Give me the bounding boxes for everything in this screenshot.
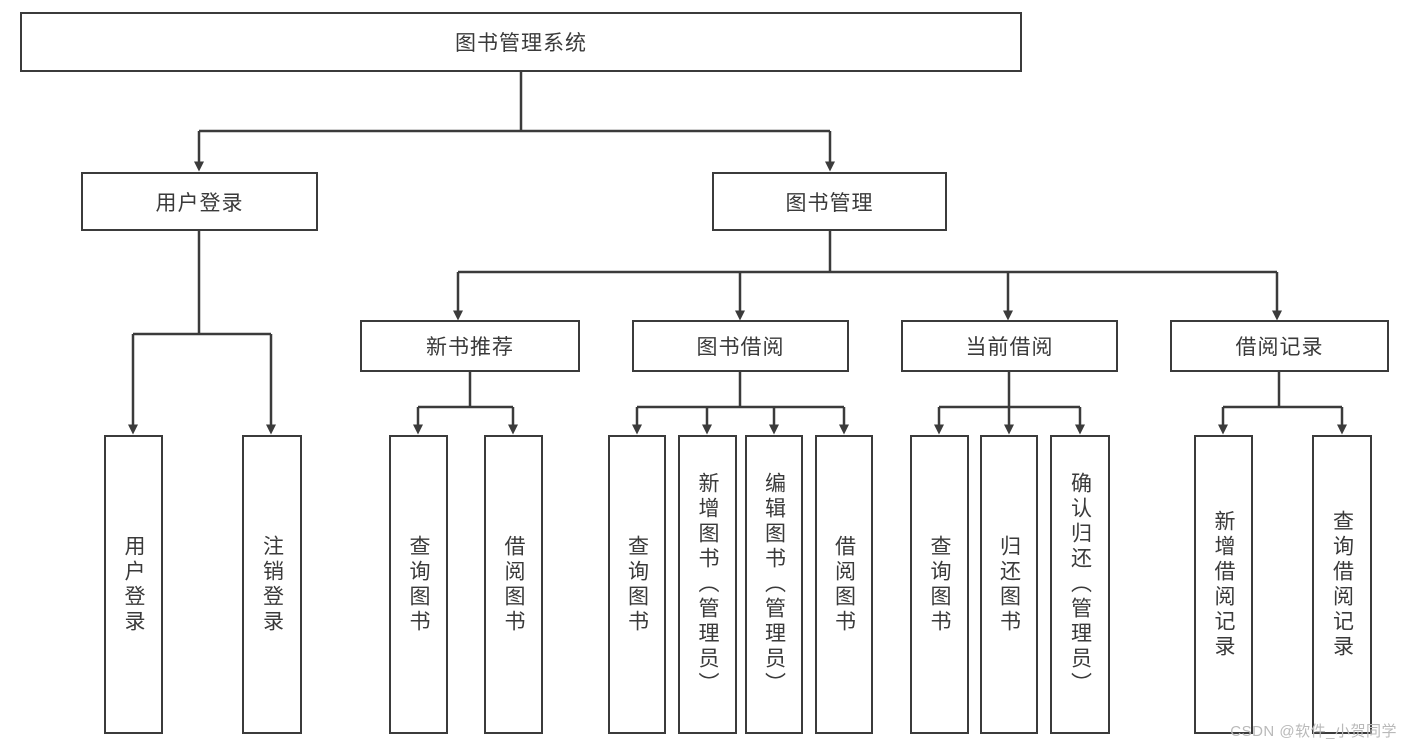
leaf-query-book-recommend[interactable]: 查询图书 — [389, 435, 448, 734]
leaf-add-book-admin[interactable]: 新增图书（管理员） — [678, 435, 737, 734]
node-borrow-record[interactable]: 借阅记录 — [1170, 320, 1389, 372]
leaf-return-book-label: 归还图书 — [997, 534, 1021, 635]
leaf-logout[interactable]: 注销登录 — [242, 435, 302, 734]
node-book-borrow-label: 图书借阅 — [696, 336, 785, 359]
node-book-management[interactable]: 图书管理 — [712, 172, 947, 231]
node-book-borrow[interactable]: 图书借阅 — [632, 320, 849, 372]
node-new-book-recommend-label: 新书推荐 — [426, 336, 514, 359]
leaf-query-book[interactable]: 查询图书 — [608, 435, 666, 734]
leaf-user-login[interactable]: 用户登录 — [104, 435, 163, 734]
leaf-edit-book-admin[interactable]: 编辑图书（管理员） — [745, 435, 803, 734]
node-borrow-record-label: 借阅记录 — [1235, 336, 1324, 359]
leaf-return-book[interactable]: 归还图书 — [980, 435, 1038, 734]
leaf-query-book-label: 查询图书 — [625, 534, 649, 635]
leaf-add-borrow-record[interactable]: 新增借阅记录 — [1194, 435, 1253, 734]
node-current-borrow-label: 当前借阅 — [965, 336, 1054, 359]
leaf-borrow-book-label: 借阅图书 — [832, 534, 856, 635]
node-root-label: 图书管理系统 — [455, 32, 587, 55]
leaf-query-book-current-label: 查询图书 — [928, 534, 951, 635]
node-new-book-recommend[interactable]: 新书推荐 — [360, 320, 580, 372]
node-user-login[interactable]: 用户登录 — [81, 172, 318, 231]
leaf-logout-label: 注销登录 — [260, 534, 284, 635]
leaf-query-book-current[interactable]: 查询图书 — [910, 435, 969, 734]
watermark: CSDN @软件_小贺同学 — [1230, 723, 1397, 740]
leaf-add-borrow-record-label: 新增借阅记录 — [1212, 509, 1235, 660]
leaf-query-borrow-record[interactable]: 查询借阅记录 — [1312, 435, 1372, 734]
node-book-management-label: 图书管理 — [785, 191, 874, 215]
node-root[interactable]: 图书管理系统 — [20, 12, 1022, 72]
leaf-user-login-label: 用户登录 — [122, 534, 145, 635]
leaf-query-book-recommend-label: 查询图书 — [407, 534, 430, 635]
leaf-borrow-book[interactable]: 借阅图书 — [815, 435, 873, 734]
leaf-borrow-book-recommend[interactable]: 借阅图书 — [484, 435, 543, 734]
leaf-borrow-book-recommend-label: 借阅图书 — [502, 534, 525, 635]
leaf-confirm-return-admin[interactable]: 确认归还（管理员） — [1050, 435, 1110, 734]
node-current-borrow[interactable]: 当前借阅 — [901, 320, 1118, 372]
leaf-edit-book-admin-label: 编辑图书（管理员） — [762, 472, 786, 697]
node-user-login-label: 用户登录 — [155, 191, 244, 215]
leaf-confirm-return-admin-label: 确认归还（管理员） — [1068, 472, 1092, 697]
leaf-add-book-admin-label: 新增图书（管理员） — [696, 472, 719, 697]
leaf-query-borrow-record-label: 查询借阅记录 — [1330, 509, 1354, 660]
